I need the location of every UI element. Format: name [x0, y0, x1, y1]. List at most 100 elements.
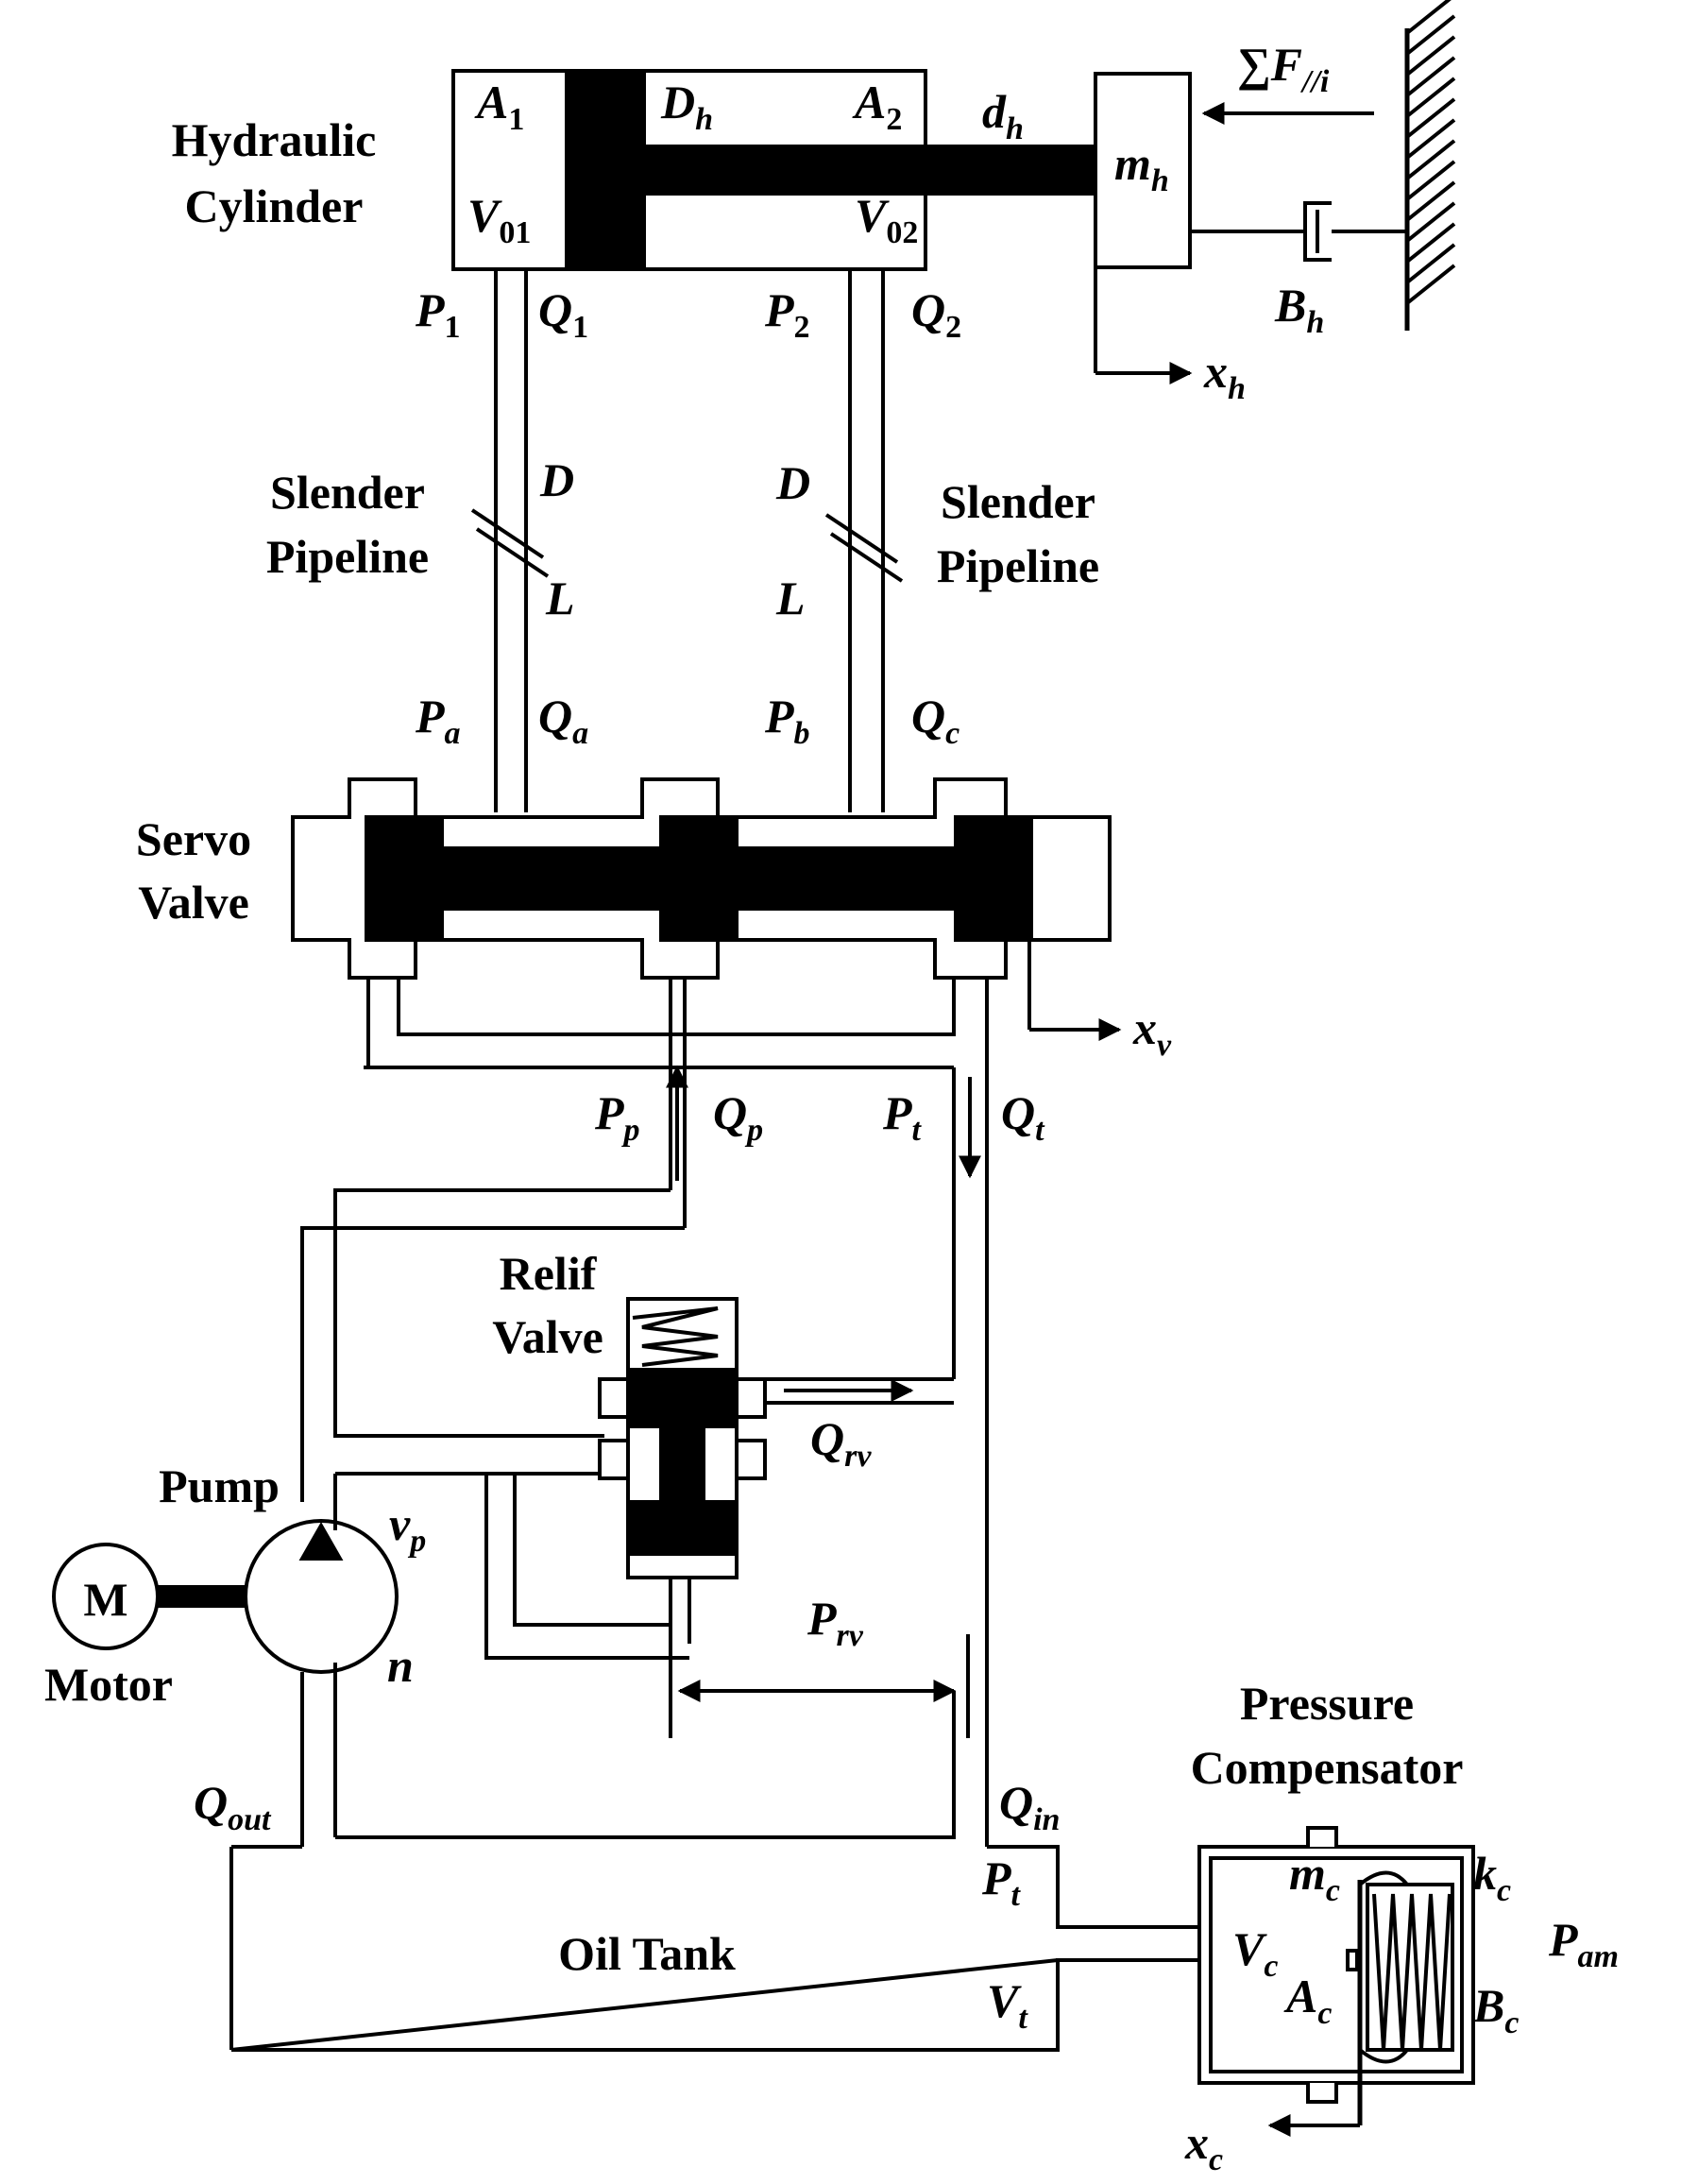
symbol-prv: Prv	[807, 1592, 864, 1653]
slender-pipeline-left-line1: Slender	[270, 466, 425, 519]
wall-hatch-line	[1405, 0, 1452, 35]
symbol-mh: mh	[1114, 137, 1169, 198]
compensator-bottom-vent	[1306, 2083, 1338, 2104]
symbol-pb: Pb	[764, 690, 810, 751]
supply-to-relief-inner	[333, 1188, 671, 1438]
wall-hatch-line	[1405, 56, 1456, 97]
symbol-a1: A1	[474, 76, 524, 137]
relief-inlet-port-right	[735, 1439, 767, 1480]
supply-outer-to-pump	[300, 1226, 685, 1502]
relief-poppet-bottom	[626, 1500, 739, 1556]
relief-inlet-port-left	[598, 1439, 630, 1480]
servo-valve-label-line1: Servo	[136, 812, 251, 865]
symbol-n: n	[387, 1639, 414, 1692]
relief-side-port-left	[598, 1377, 630, 1419]
spool-rod	[440, 846, 958, 911]
slender-pipeline-right-line2: Pipeline	[937, 539, 1099, 592]
symbol-v02: V02	[855, 189, 918, 250]
symbol-vc: Vc	[1232, 1922, 1278, 1984]
compensator-piston-pin	[1346, 1949, 1359, 1971]
wall-hatch-line	[1405, 201, 1456, 243]
symbol-dh: Dh	[660, 76, 713, 137]
compensator-seal-top	[1358, 1870, 1409, 1886]
motor-symbol-letter: M	[83, 1573, 127, 1626]
relief-pilot-loop-outer	[484, 1474, 689, 1660]
slender-pipeline-left-line2: Pipeline	[266, 530, 429, 583]
wall-hatch-line	[1405, 222, 1456, 264]
symbol-qout: Qout	[194, 1776, 272, 1837]
damper-cup	[1303, 201, 1332, 262]
symbol-bc: Bc	[1472, 1979, 1519, 2040]
symbol-qt: Qt	[1001, 1086, 1045, 1148]
motor-symbol	[52, 1543, 160, 1650]
oil-tank-label: Oil Tank	[558, 1927, 736, 1980]
servo-return-outer	[366, 978, 687, 1069]
servo-return-inner	[397, 978, 956, 1036]
servo-valve-label-line2: Valve	[138, 876, 249, 929]
symbol-pt-top: Pt	[882, 1086, 923, 1148]
symbol-pp: Pp	[594, 1086, 640, 1148]
spool-land-right	[954, 815, 1033, 942]
pipeline-break-right-2	[829, 532, 904, 583]
relief-spring	[632, 1306, 719, 1367]
wall-hatch-line	[1405, 118, 1456, 160]
symbol-l-right: L	[775, 572, 806, 624]
symbol-kc: kc	[1473, 1847, 1511, 1908]
hydraulic-cylinder-label-line2: Cylinder	[185, 179, 364, 232]
symbol-force: ∑F//i	[1237, 38, 1330, 99]
symbol-a2: A2	[852, 76, 902, 137]
wall-hatch-line	[1405, 77, 1456, 118]
slender-pipeline-right-line1: Slender	[941, 475, 1095, 528]
relief-side-port-right	[735, 1377, 767, 1419]
wall-hatch-line	[1405, 139, 1456, 180]
symbol-qin: Qin	[999, 1776, 1060, 1837]
wall-hatching	[1405, 0, 1456, 305]
oil-tank	[230, 1691, 1199, 2052]
symbol-vp: vp	[389, 1497, 426, 1559]
load-mass-mh	[1094, 72, 1192, 269]
symbol-p1: P1	[415, 283, 461, 345]
pump-direction-triangle	[298, 1521, 344, 1561]
symbol-xc: xc	[1184, 2116, 1223, 2177]
wall-hatch-line	[1405, 264, 1456, 305]
wall-hatch-line	[1405, 35, 1456, 77]
symbol-pt-bottom: Pt	[981, 1851, 1022, 1913]
wall-hatch-line	[1405, 14, 1456, 56]
symbol-pa: Pa	[415, 690, 461, 751]
symbol-v01: V01	[467, 189, 531, 250]
piston-rod	[642, 145, 1097, 196]
symbol-mc: mc	[1289, 1847, 1340, 1908]
relief-valve-label-line1: Relif	[500, 1247, 598, 1300]
pipeline-break-left-1	[470, 508, 545, 559]
symbol-bh: Bh	[1274, 279, 1324, 340]
symbol-qc: Qc	[911, 690, 959, 751]
symbol-p2: P2	[764, 283, 810, 345]
compensator-spring	[1372, 1893, 1452, 2051]
symbol-pam: Pam	[1548, 1913, 1619, 1974]
motor-label: Motor	[44, 1658, 173, 1711]
cylinder-piston	[565, 69, 646, 271]
motor-shaft	[157, 1585, 247, 1608]
relief-pilot-loop-inner	[513, 1474, 671, 1627]
compensator-seal-bottom	[1358, 2048, 1409, 2064]
symbol-qp: Qp	[713, 1086, 763, 1148]
wall-hatch-line	[1405, 160, 1456, 201]
symbol-xv: xv	[1132, 1001, 1172, 1063]
symbol-l-left: L	[545, 572, 575, 624]
pressure-compensator-label-line1: Pressure	[1240, 1677, 1414, 1730]
symbol-ac: Ac	[1283, 1970, 1332, 2031]
symbol-vt: Vt	[987, 1974, 1028, 2036]
wall-hatch-line	[1405, 97, 1456, 139]
compensator-inner	[1209, 1856, 1464, 2073]
hydraulic-cylinder-label-line1: Hydraulic	[172, 113, 377, 166]
symbol-qa: Qa	[538, 690, 588, 751]
symbol-xh: xh	[1203, 345, 1246, 406]
symbol-dh: dh	[982, 85, 1024, 146]
pipeline-break-left-2	[475, 527, 550, 578]
relief-poppet-top	[626, 1368, 739, 1428]
pipeline-break-right-1	[824, 513, 899, 564]
symbol-qrv: Qrv	[810, 1412, 872, 1474]
wall-hatch-line	[1405, 243, 1456, 284]
